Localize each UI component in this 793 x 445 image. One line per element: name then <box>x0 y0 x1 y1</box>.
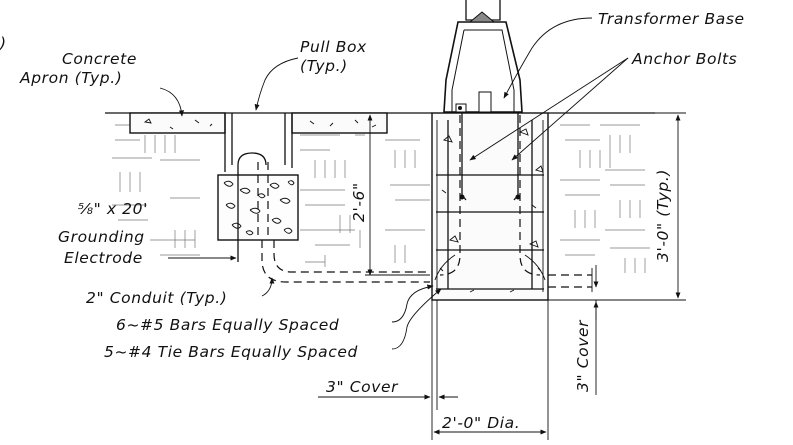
total-depth-label: 3'-0" (Typ.) <box>654 169 672 262</box>
pullbox-depth-label: 2'-6" <box>350 182 368 222</box>
pull-box <box>224 113 293 172</box>
pull-box-label: Pull Box <box>300 38 367 56</box>
anchor-bolts-label: Anchor Bolts <box>631 50 737 68</box>
conduit-label: 2" Conduit (Typ.) <box>86 289 227 307</box>
dimension-diameter <box>433 300 549 440</box>
electrode-size-label: ⅝" x 20' <box>78 200 148 218</box>
transformer-base-label: Transformer Base <box>598 10 745 28</box>
concrete-apron <box>129 112 388 134</box>
soil-hatch <box>112 124 650 273</box>
electrode-name-label-2: Electrode <box>64 249 143 267</box>
bottom-cover-label: 3" Cover <box>574 319 592 392</box>
tie-bars-label: 5~#4 Tie Bars Equally Spaced <box>104 343 358 361</box>
grounding-electrode <box>237 152 269 262</box>
side-cover-label: 3" Cover <box>326 378 399 396</box>
concrete-apron-label: Concrete <box>62 50 137 68</box>
concrete-apron-typ-label: Apron (Typ.) <box>19 69 122 87</box>
electrode-name-label-1: Grounding <box>58 228 145 246</box>
conduit <box>261 240 593 292</box>
bars-label: 6~#5 Bars Equally Spaced <box>116 316 339 334</box>
dimension-total-depth <box>548 112 686 301</box>
leader-lines <box>159 17 629 350</box>
edge-fragment-label: ) <box>0 34 7 52</box>
dimension-side-cover <box>318 300 458 440</box>
dimension-pullbox-depth <box>365 114 430 276</box>
foundation <box>431 112 549 301</box>
transformer-base <box>443 0 523 113</box>
diameter-label: 2'-0" Dia. <box>442 414 520 432</box>
anchor-bolts <box>459 112 521 201</box>
pull-box-typ-label: (Typ.) <box>300 57 348 75</box>
